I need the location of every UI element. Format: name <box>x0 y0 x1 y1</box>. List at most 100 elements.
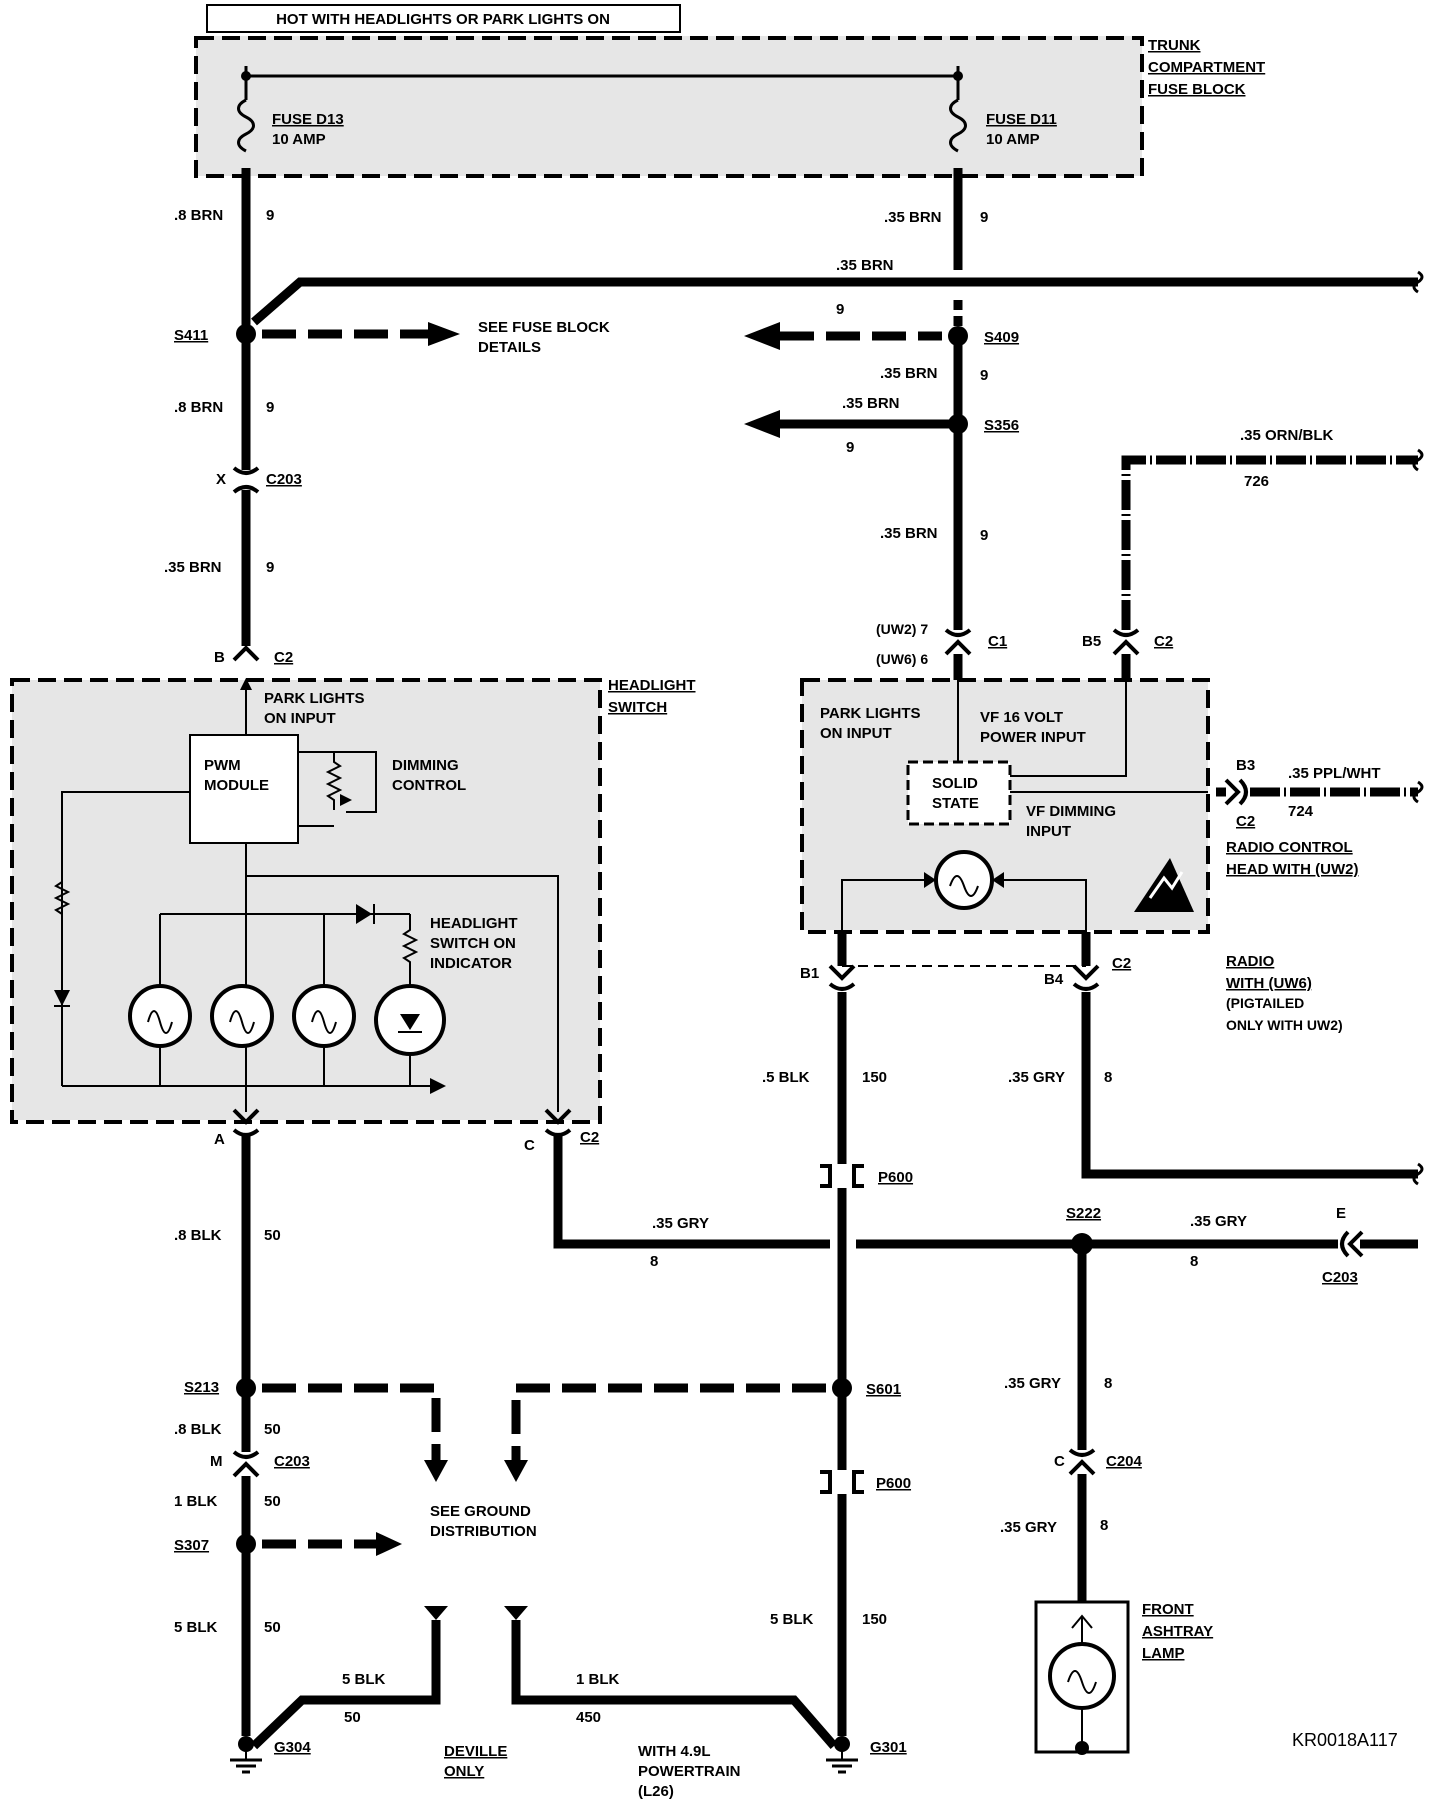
hot-note-box <box>206 4 681 33</box>
c2-b5-pin: B5 <box>1082 633 1101 650</box>
radio-internal-vf16 <box>1010 680 1127 777</box>
c203-m-label: C203 <box>274 1453 310 1470</box>
hot-note: HOT WITH HEADLIGHTS OR PARK LIGHTS ON <box>276 11 610 28</box>
hs-left-resistor <box>53 881 71 915</box>
w9-circuit: 9 <box>980 527 988 544</box>
headlight-switch-box <box>10 678 602 1124</box>
c203-m-pin: M <box>210 1453 223 1470</box>
splice-s356-label: S356 <box>984 417 1019 434</box>
splice-s409 <box>948 326 968 346</box>
figure-id: KR0018A117 <box>1292 1730 1398 1750</box>
solid-state-2: STATE <box>932 795 979 812</box>
splice-s213 <box>236 1378 256 1398</box>
w17-circuit: 50 <box>264 1421 281 1438</box>
radio-lamp-wire <box>841 879 1087 932</box>
w18-circuit: 50 <box>264 1493 281 1510</box>
c1-connector <box>944 628 972 656</box>
w7-gauge: .8 BRN <box>174 399 223 416</box>
w7-circuit: 9 <box>266 399 274 416</box>
radio-lamp <box>934 850 994 910</box>
hs-park-input-1: PARK LIGHTS <box>264 690 365 707</box>
ground-g301-icon <box>826 1736 858 1774</box>
w15-circuit: 8 <box>1104 1069 1112 1086</box>
indicator-resistor <box>401 914 419 1086</box>
c2-b5-connector <box>1112 628 1140 656</box>
w10-circuit: 726 <box>1244 473 1269 490</box>
fuse-d11-symbol <box>949 98 967 153</box>
c2-b-pin: B <box>214 649 225 666</box>
s307-arrowhead <box>376 1532 402 1556</box>
radio-with-3: (PIGTAILED <box>1226 995 1304 1011</box>
fuse-block-label-1: TRUNK <box>1148 37 1201 54</box>
wire-035brn-branch <box>251 277 1418 326</box>
radio-vfdim-2: INPUT <box>1026 823 1071 840</box>
w21-circuit: 150 <box>862 1611 887 1628</box>
ground-g304-icon <box>230 1736 262 1774</box>
radio-head-2: HEAD WITH (UW2) <box>1226 861 1358 878</box>
radio-lamp-arrow-l <box>924 872 936 888</box>
splice-s222-label: S222 <box>1066 1205 1101 1222</box>
ashtray-label-1: FRONT <box>1142 1601 1194 1618</box>
w22-gauge: .35 GRY <box>1000 1519 1057 1536</box>
indicator-label-1: HEADLIGHT <box>430 915 518 932</box>
radio-lamp-arrow-r <box>992 872 1004 888</box>
radio-park-2: ON INPUT <box>820 725 892 742</box>
w13-circuit: 8 <box>650 1253 658 1270</box>
radio-park-1: PARK LIGHTS <box>820 705 921 722</box>
radio-head-1: RADIO CONTROL <box>1226 839 1353 856</box>
pwm-label-2: MODULE <box>204 777 269 794</box>
splice-s411 <box>236 324 256 344</box>
p600-b-connector <box>820 1470 864 1494</box>
wire-grey-8-left <box>553 1134 830 1249</box>
dimming-loop <box>298 751 377 813</box>
c203-x-connector <box>232 466 260 494</box>
s601-arrowhead <box>504 1460 528 1482</box>
headlight-switch-title-2: SWITCH <box>608 699 667 716</box>
c203-e-label: C203 <box>1322 1269 1358 1286</box>
splice-s601-label: S601 <box>866 1381 901 1398</box>
radio-with-1: RADIO <box>1226 953 1275 970</box>
w14-circuit: 50 <box>264 1227 281 1244</box>
headlight-switch-title-1: HEADLIGHT <box>608 677 696 694</box>
indicator-led <box>374 984 446 1056</box>
see-fuse-1: SEE FUSE BLOCK <box>478 319 610 336</box>
ground-arrow-right <box>504 1606 528 1620</box>
ground-g304-label: G304 <box>274 1739 311 1756</box>
c203-e-pin: E <box>1336 1205 1346 1222</box>
w16-gauge: .35 GRY <box>1190 1213 1247 1230</box>
c2-b3-connector <box>1224 778 1248 806</box>
w18-gauge: 1 BLK <box>174 1493 218 1510</box>
c2-b3-pin: B3 <box>1236 757 1255 774</box>
wire-orn-blk-726 <box>1121 455 1418 630</box>
fuse-block-shade <box>196 36 1142 176</box>
s213-dash <box>262 1383 441 1460</box>
w5-gauge: .35 BRN <box>880 365 938 382</box>
w16-circuit: 8 <box>1190 1253 1198 1270</box>
b1-connector <box>828 964 856 991</box>
w19-gauge: .35 GRY <box>1004 1375 1061 1392</box>
w3-gauge: .35 BRN <box>836 257 894 274</box>
hs-left-branch <box>61 791 190 1086</box>
w14-gauge: .8 BLK <box>174 1227 222 1244</box>
ground-arrow-left <box>424 1606 448 1620</box>
radio-box <box>800 678 1210 934</box>
lamp-1 <box>128 984 192 1048</box>
indicator-label-2: SWITCH ON <box>430 935 516 952</box>
fuse-d13-symbol <box>237 98 255 153</box>
w19-circuit: 8 <box>1104 1375 1112 1392</box>
c2-b4-label: C2 <box>1112 955 1131 972</box>
s411-arrowhead <box>428 322 460 346</box>
pwm-module <box>189 734 299 844</box>
fuse-d13-label: FUSE D13 <box>272 111 344 128</box>
powertrain-1: WITH 4.9L <box>638 1743 711 1760</box>
c204-label: C204 <box>1106 1453 1143 1470</box>
w2-gauge: .35 BRN <box>884 209 942 226</box>
headlight-switch-shade <box>12 680 600 1120</box>
w23-circuit: 50 <box>344 1709 361 1726</box>
w1-circuit: 9 <box>266 207 274 224</box>
lamp-3 <box>292 984 356 1048</box>
c2-a-pin: A <box>214 1131 225 1148</box>
w17-gauge: .8 BLK <box>174 1421 222 1438</box>
powertrain-2: POWERTRAIN <box>638 1763 741 1780</box>
